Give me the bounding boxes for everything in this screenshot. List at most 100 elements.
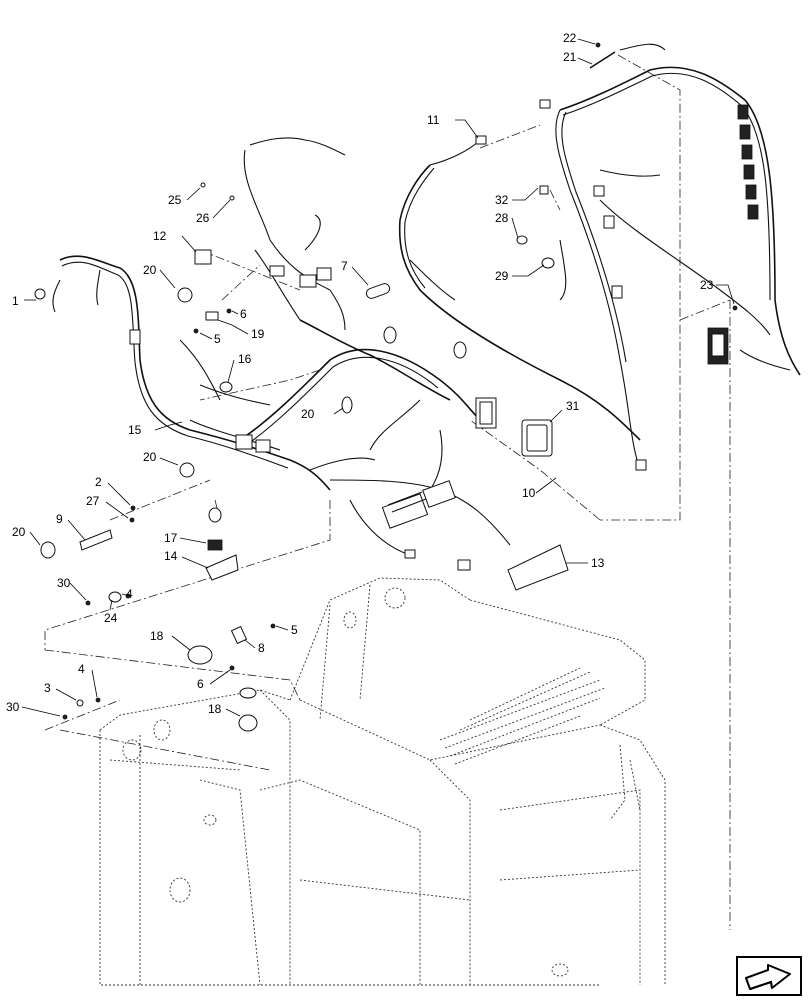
parts <box>34 42 738 732</box>
callout-1: 1 <box>12 294 19 308</box>
clip-32 <box>539 185 549 195</box>
clamp-18b <box>238 714 258 732</box>
nut-5b <box>270 623 276 629</box>
bulkhead-connector <box>475 397 497 429</box>
callout-8: 8 <box>258 641 265 655</box>
clamp-20a <box>177 287 193 303</box>
callout-10: 10 <box>522 486 536 500</box>
callout-15: 15 <box>128 423 142 437</box>
bracket-9 <box>79 529 113 551</box>
screw-2 <box>130 505 136 511</box>
rear-harness-connector-d <box>635 459 647 471</box>
grommet-7 <box>365 283 391 299</box>
roof-harness <box>398 135 641 441</box>
nut-4a <box>125 593 131 599</box>
clamp-18c <box>239 687 257 699</box>
bracket-19 <box>205 311 219 321</box>
callout-11: 11 <box>427 113 440 127</box>
callout-21: 21 <box>563 50 577 64</box>
callout-13: 13 <box>591 556 605 570</box>
decal-13 <box>507 544 569 591</box>
nut-4b <box>95 697 101 703</box>
callout-2: 2 <box>95 475 102 489</box>
rear-harness <box>539 43 801 471</box>
callout-31: 31 <box>566 399 580 413</box>
clip-28 <box>516 235 528 245</box>
callout-26: 26 <box>196 211 210 225</box>
callout-6b: 6 <box>197 677 204 691</box>
callout-16: 16 <box>238 352 252 366</box>
callout-25: 25 <box>168 193 182 207</box>
callout-20c: 20 <box>143 450 157 464</box>
callout-22: 22 <box>563 31 577 45</box>
callout-labels: 22 21 11 25 26 12 32 28 29 7 20 1 6 19 5… <box>6 31 714 716</box>
callout-24: 24 <box>104 611 118 625</box>
clip-1 <box>34 288 46 300</box>
cab-fuse-panel <box>737 104 759 220</box>
callout-5a: 5 <box>214 332 221 346</box>
callout-20d: 20 <box>12 525 26 539</box>
callout-32: 32 <box>495 193 509 207</box>
callout-7: 7 <box>341 259 348 273</box>
clip-24 <box>108 591 122 603</box>
callout-19: 19 <box>251 327 265 341</box>
callout-9: 9 <box>56 512 63 526</box>
callout-27: 27 <box>86 494 100 508</box>
cable-tie-16 <box>219 381 233 393</box>
roof-harness-connector <box>475 135 487 145</box>
strap-21 <box>589 51 616 69</box>
callout-30b: 30 <box>6 700 20 714</box>
callout-29: 29 <box>495 269 509 283</box>
harness-connector-h <box>404 549 416 559</box>
clamp-20b <box>341 396 353 414</box>
callout-28: 28 <box>495 211 509 225</box>
clip-29 <box>541 257 555 269</box>
rear-harness-connector-c <box>611 285 623 299</box>
screw-6b <box>229 665 235 671</box>
nut-5a <box>193 328 199 334</box>
arrow-right-icon <box>745 964 791 990</box>
callout-3: 3 <box>44 681 51 695</box>
callout-23: 23 <box>700 278 714 292</box>
screw-25 <box>200 182 206 188</box>
clamp-20d <box>40 541 56 559</box>
next-page-button[interactable] <box>736 956 802 996</box>
clamp-20c <box>179 462 195 478</box>
callout-6a: 6 <box>240 307 247 321</box>
screw-23 <box>732 305 738 311</box>
main-harness <box>52 137 511 571</box>
power-outlet-23 <box>707 327 729 365</box>
clip-17 <box>207 539 223 551</box>
harness-connector-d <box>235 434 253 450</box>
callout-17: 17 <box>164 531 178 545</box>
relay-12 <box>194 249 212 265</box>
washer-3 <box>76 699 84 707</box>
callout-18b: 18 <box>208 702 222 716</box>
screw-6a <box>226 308 232 314</box>
callout-12: 12 <box>153 229 167 243</box>
cab-frame <box>99 577 666 986</box>
harness-connector-f <box>129 329 141 345</box>
rear-harness-connector-a <box>593 185 605 197</box>
screw-22 <box>595 42 601 48</box>
harness-connector-c <box>316 267 332 281</box>
callout-5b: 5 <box>291 623 298 637</box>
callout-14: 14 <box>164 549 178 563</box>
harness-connector-b <box>299 274 317 288</box>
callout-30a: 30 <box>57 576 71 590</box>
clamp-20f <box>453 341 467 359</box>
fuse-relay-module <box>381 480 456 529</box>
bracket-8 <box>230 625 248 645</box>
clamp-20g <box>208 507 222 523</box>
clamp-18a <box>187 645 213 665</box>
leader-lines <box>21 38 735 717</box>
roof-vent-grid <box>439 667 606 765</box>
switch-31 <box>521 419 553 457</box>
rear-harness-connector-e <box>539 99 551 109</box>
screw-26 <box>229 195 235 201</box>
callout-20a: 20 <box>143 263 157 277</box>
harness-connector-a <box>269 265 285 277</box>
assembly-lines <box>44 54 731 930</box>
screw-27 <box>129 517 135 523</box>
